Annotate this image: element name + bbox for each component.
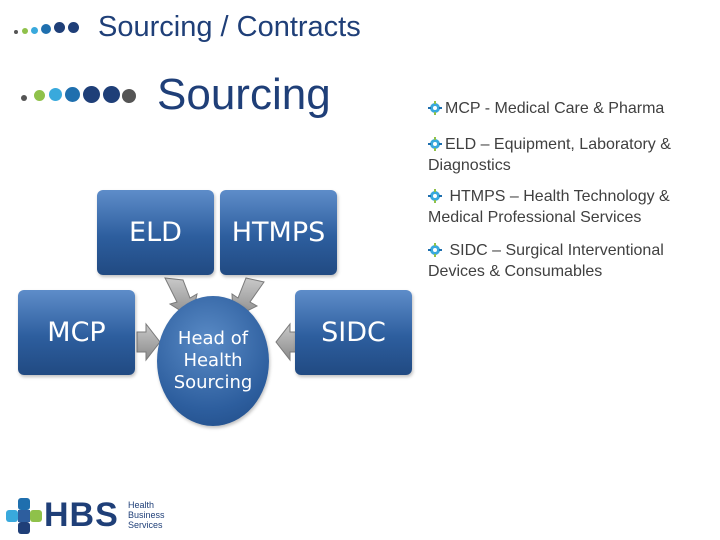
hbs-logo-tagline: Health Business Services: [128, 500, 165, 530]
list-item-text: MCP - Medical Care & Pharma: [445, 100, 665, 117]
node-sidc: SIDC: [295, 290, 412, 375]
node-head-of-health-sourcing: Head of Health Sourcing: [157, 296, 269, 426]
hbs-logo: HBS Health Business Services: [6, 496, 176, 536]
node-eld: ELD: [97, 190, 214, 275]
hub-line: Sourcing: [173, 372, 253, 393]
gear-icon: [428, 137, 442, 151]
list-item: HTMPS – Health Technology & Medical Prof…: [428, 186, 718, 228]
section-title: Sourcing: [157, 70, 331, 119]
tagline-line: Services: [128, 520, 163, 530]
list-item: MCP - Medical Care & Pharma: [428, 98, 718, 119]
node-mcp: MCP: [18, 290, 135, 375]
gear-icon: [428, 189, 442, 203]
list-item-text: ELD – Equipment, Laboratory & Diagnostic…: [428, 136, 671, 174]
page-title: Sourcing / Contracts: [98, 11, 361, 43]
list-item: SIDC – Surgical Interventional Devices &…: [428, 240, 718, 282]
node-htmps: HTMPS: [220, 190, 337, 275]
tagline-line: Business: [128, 510, 165, 520]
hub-line: Head of: [177, 328, 249, 349]
list-item-text: SIDC – Surgical Interventional Devices &…: [428, 242, 664, 280]
list-item: ELD – Equipment, Laboratory & Diagnostic…: [428, 134, 718, 176]
tagline-line: Health: [128, 500, 155, 510]
list-item-text: HTMPS – Health Technology & Medical Prof…: [428, 188, 670, 226]
hub-line: Health: [183, 350, 243, 371]
gear-icon: [428, 243, 442, 257]
gear-icon: [428, 101, 442, 115]
hbs-logo-name: HBS: [44, 496, 119, 534]
hbs-logo-mark: [6, 498, 42, 534]
arrow-mcp: [136, 322, 161, 362]
